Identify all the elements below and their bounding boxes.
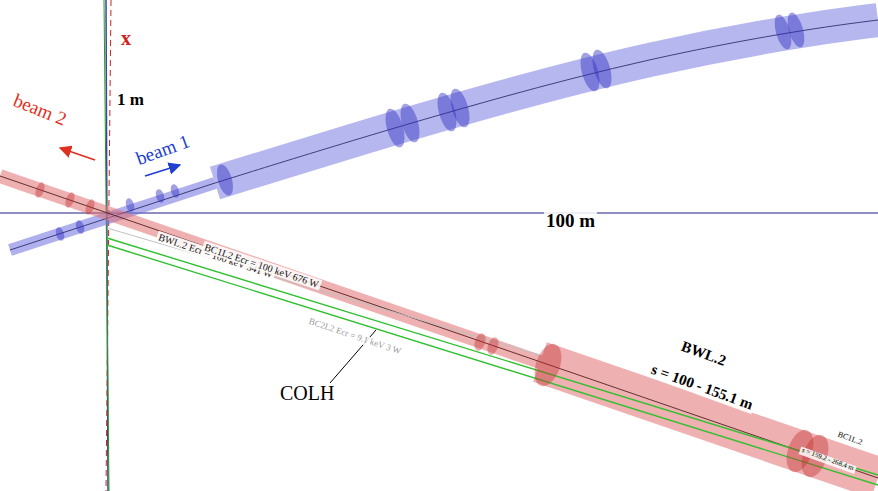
beam1-arrow xyxy=(145,165,180,176)
beam1-element xyxy=(154,188,166,204)
radiation-fan xyxy=(107,245,878,485)
beam2-orbit xyxy=(0,176,878,478)
beam2-element xyxy=(529,340,566,389)
beam1-element xyxy=(784,11,807,49)
beam-label: beam 1 xyxy=(133,131,192,170)
radiation-label: BC1L2 Ecr = 100 keV 676 W xyxy=(201,241,322,291)
scale-label: 1 m xyxy=(117,91,144,110)
beam1-element xyxy=(169,183,181,199)
beam2-element xyxy=(64,191,77,209)
beam1-element xyxy=(124,197,136,213)
axis-label: x xyxy=(121,27,131,49)
beam1-element xyxy=(589,48,615,91)
scale-label: 100 m xyxy=(544,211,597,232)
beam-label: beam 2 xyxy=(10,90,69,130)
beam1-element xyxy=(54,226,66,242)
beam1-element xyxy=(447,87,473,130)
beam2-element xyxy=(34,181,47,199)
beam1-element xyxy=(397,102,423,145)
beam2-element xyxy=(84,198,97,216)
element-label: BWL.2 xyxy=(677,337,730,370)
radiation-fan xyxy=(107,238,878,475)
beam1-orbit xyxy=(215,20,878,183)
beam2-element xyxy=(485,336,500,356)
beam2-arrow xyxy=(60,148,95,160)
radiation-fan-faint xyxy=(107,228,540,355)
beam2-element xyxy=(472,332,487,352)
component-label: COLH xyxy=(280,382,334,404)
beam1-element xyxy=(74,219,86,235)
beam1-pipe xyxy=(215,20,878,183)
beam1-element xyxy=(214,163,236,198)
